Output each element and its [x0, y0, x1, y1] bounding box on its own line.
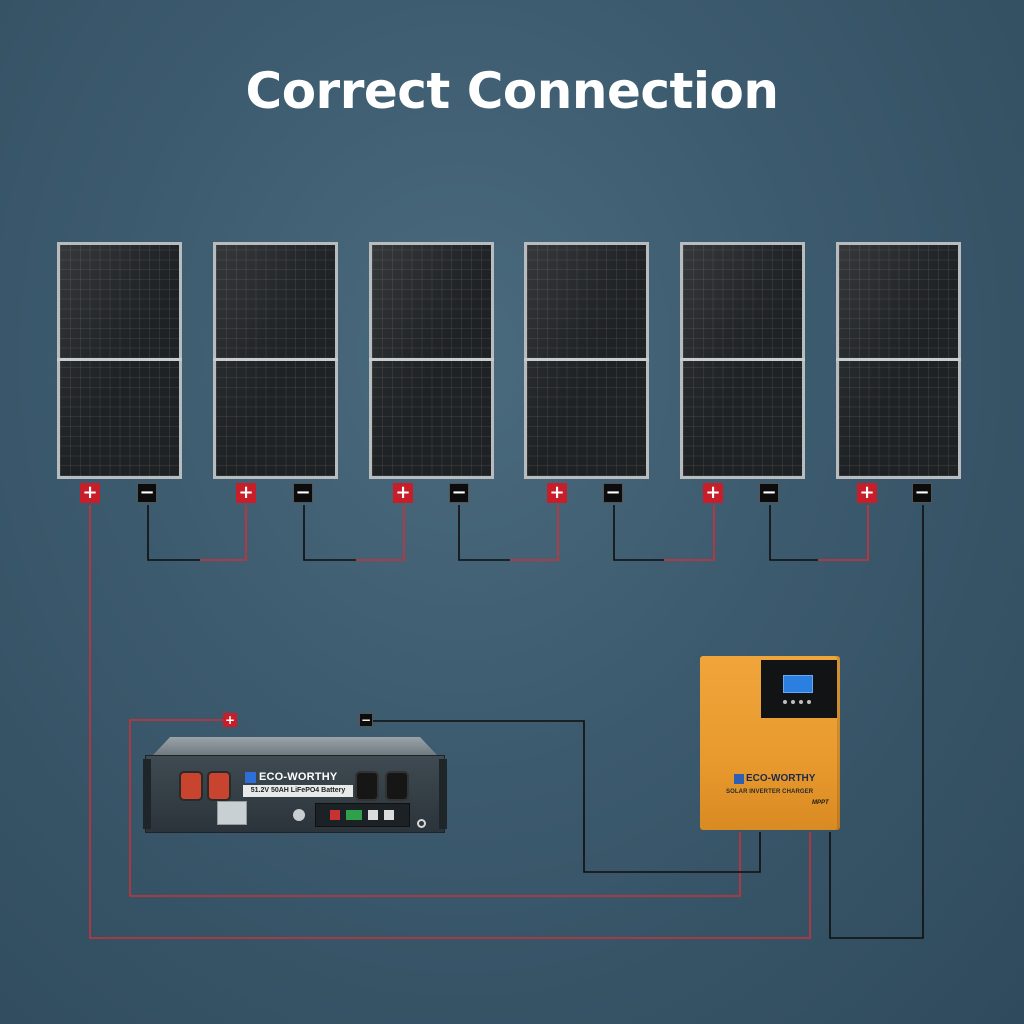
battery-red-port-1	[179, 771, 203, 801]
battery-left-handle	[143, 759, 151, 829]
panel-positive-terminal: +	[393, 483, 413, 503]
battery-positive-wire	[129, 719, 741, 897]
panel-negative-terminal: −	[449, 483, 469, 503]
panel-negative-terminal: −	[912, 483, 932, 503]
battery-black-port-2	[385, 771, 409, 801]
terminal-block-icon	[346, 810, 362, 820]
panel-negative-terminal: −	[603, 483, 623, 503]
battery-red-port-2	[207, 771, 231, 801]
array-negative-wire	[829, 505, 924, 939]
comm-port-icon	[384, 810, 394, 820]
array-positive-wire	[89, 505, 811, 939]
panel-divider	[57, 358, 182, 361]
series-link-2-neg	[303, 505, 356, 561]
solar-panel	[680, 242, 805, 479]
comm-port-icon	[368, 810, 378, 820]
panel-negative-terminal: −	[293, 483, 313, 503]
panel-positive-terminal: +	[857, 483, 877, 503]
inverter-brand: ECO-WORTHY	[746, 773, 816, 784]
dip-switch-icon	[330, 810, 340, 820]
panel-divider	[213, 358, 338, 361]
series-link-3-neg	[458, 505, 510, 561]
inverter-mppt-badge: MPPT	[812, 800, 829, 806]
series-link-1-pos	[200, 505, 247, 561]
series-link-4-neg	[613, 505, 664, 561]
inverter-button	[807, 700, 811, 704]
panel-positive-terminal: +	[703, 483, 723, 503]
series-link-4-pos	[664, 505, 715, 561]
panel-divider	[369, 358, 494, 361]
series-link-5-neg	[769, 505, 818, 561]
lifepo4-battery: ECO-WORTHY 51.2V 50AH LiFePO4 Battery	[143, 737, 447, 833]
inverter-button	[791, 700, 795, 704]
battery-positive-terminal: +	[223, 713, 237, 727]
battery-io-panel	[315, 803, 410, 827]
solar-panel	[213, 242, 338, 479]
battery-brand: ECO-WORTHY	[259, 771, 338, 783]
panel-divider	[836, 358, 961, 361]
battery-top	[153, 737, 437, 755]
inverter-subtitle: SOLAR INVERTER CHARGER	[726, 789, 814, 795]
inverter-lcd-screen	[783, 675, 813, 693]
solar-inverter-charger: ECO-WORTHY SOLAR INVERTER CHARGER MPPT	[700, 656, 840, 830]
panel-positive-terminal: +	[547, 483, 567, 503]
inverter-button	[799, 700, 803, 704]
series-link-2-pos	[356, 505, 405, 561]
series-link-1-neg	[147, 505, 200, 561]
battery-breaker	[217, 801, 247, 825]
panel-positive-terminal: +	[80, 483, 100, 503]
inverter-button	[783, 700, 787, 704]
solar-panel	[57, 242, 182, 479]
panel-negative-terminal: −	[759, 483, 779, 503]
battery-negative-terminal: −	[359, 713, 373, 727]
panel-positive-terminal: +	[236, 483, 256, 503]
series-link-5-pos	[818, 505, 869, 561]
battery-black-port-1	[355, 771, 379, 801]
brand-logo-icon	[734, 774, 744, 784]
battery-dial	[417, 819, 426, 828]
page-title: Correct Connection	[245, 62, 780, 120]
inverter-display-panel	[761, 660, 837, 718]
battery-knob	[293, 809, 305, 821]
battery-negative-wire	[373, 720, 761, 873]
solar-panel	[836, 242, 961, 479]
panel-divider	[524, 358, 649, 361]
panel-divider	[680, 358, 805, 361]
series-link-3-pos	[510, 505, 559, 561]
battery-right-handle	[439, 759, 447, 829]
battery-label: 51.2V 50AH LiFePO4 Battery	[243, 785, 353, 797]
panel-negative-terminal: −	[137, 483, 157, 503]
solar-panel	[369, 242, 494, 479]
solar-panel	[524, 242, 649, 479]
brand-logo-icon	[245, 772, 256, 783]
